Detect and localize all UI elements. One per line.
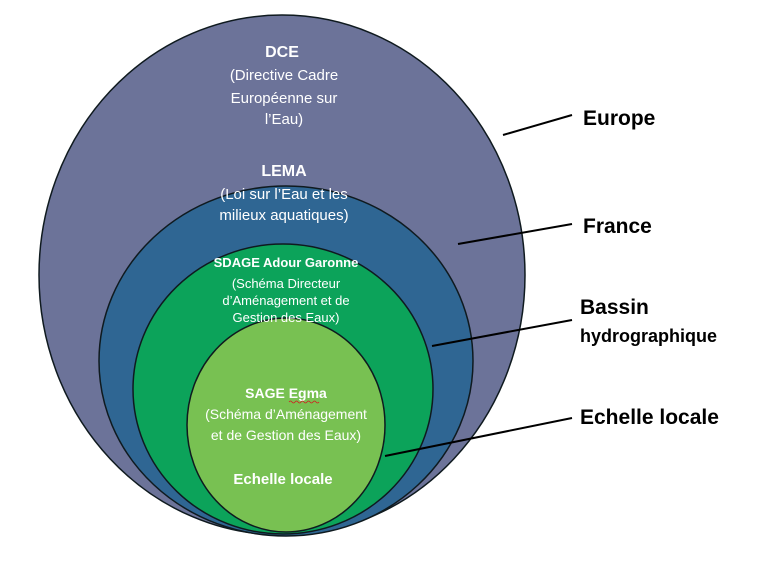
- france-pointer: [457, 223, 573, 245]
- france-label: France: [583, 215, 652, 238]
- lema-line: milieux aquatiques): [219, 207, 348, 224]
- bassin-label: Bassin: [580, 296, 649, 319]
- sage-line: et de Gestion des Eaux): [211, 427, 361, 443]
- dce-line: l’Eau): [265, 111, 303, 128]
- sage-footer: Echelle locale: [233, 471, 332, 488]
- spellcheck-underline: [288, 400, 320, 404]
- sdage-line: (Schéma Directeur: [232, 276, 341, 291]
- lema-title: LEMA: [261, 163, 307, 180]
- dce-line: (Directive Cadre: [230, 67, 338, 84]
- bassin-label-line2: hydrographique: [580, 326, 717, 346]
- europe-label: Europe: [583, 107, 655, 130]
- sage-text: SAGE Egma (Schéma d’Aménagement et de Ge…: [205, 385, 367, 488]
- sdage-text: SDAGE Adour Garonne (Schéma Directeur d’…: [214, 255, 359, 325]
- bassin-pointer: [431, 319, 573, 347]
- lema-text: LEMA (Loi sur l’Eau et les milieux aquat…: [219, 163, 348, 224]
- sage-title: SAGE Egma: [245, 385, 327, 401]
- dce-text: DCE (Directive Cadre Européenne sur l’Ea…: [230, 44, 338, 128]
- sage-line: (Schéma d’Aménagement: [205, 406, 367, 422]
- sdage-line: d’Aménagement et de: [222, 293, 349, 308]
- local-pointer: [384, 417, 573, 457]
- europe-pointer: [502, 114, 573, 136]
- dce-title: DCE: [265, 44, 299, 61]
- lema-line: (Loi sur l’Eau et les: [220, 186, 348, 203]
- local-label: Echelle locale: [580, 406, 719, 429]
- dce-line: Européenne sur: [231, 90, 338, 107]
- local-circle: [186, 317, 386, 533]
- sdage-line: Gestion des Eaux): [233, 310, 340, 325]
- sdage-title: SDAGE Adour Garonne: [214, 255, 359, 270]
